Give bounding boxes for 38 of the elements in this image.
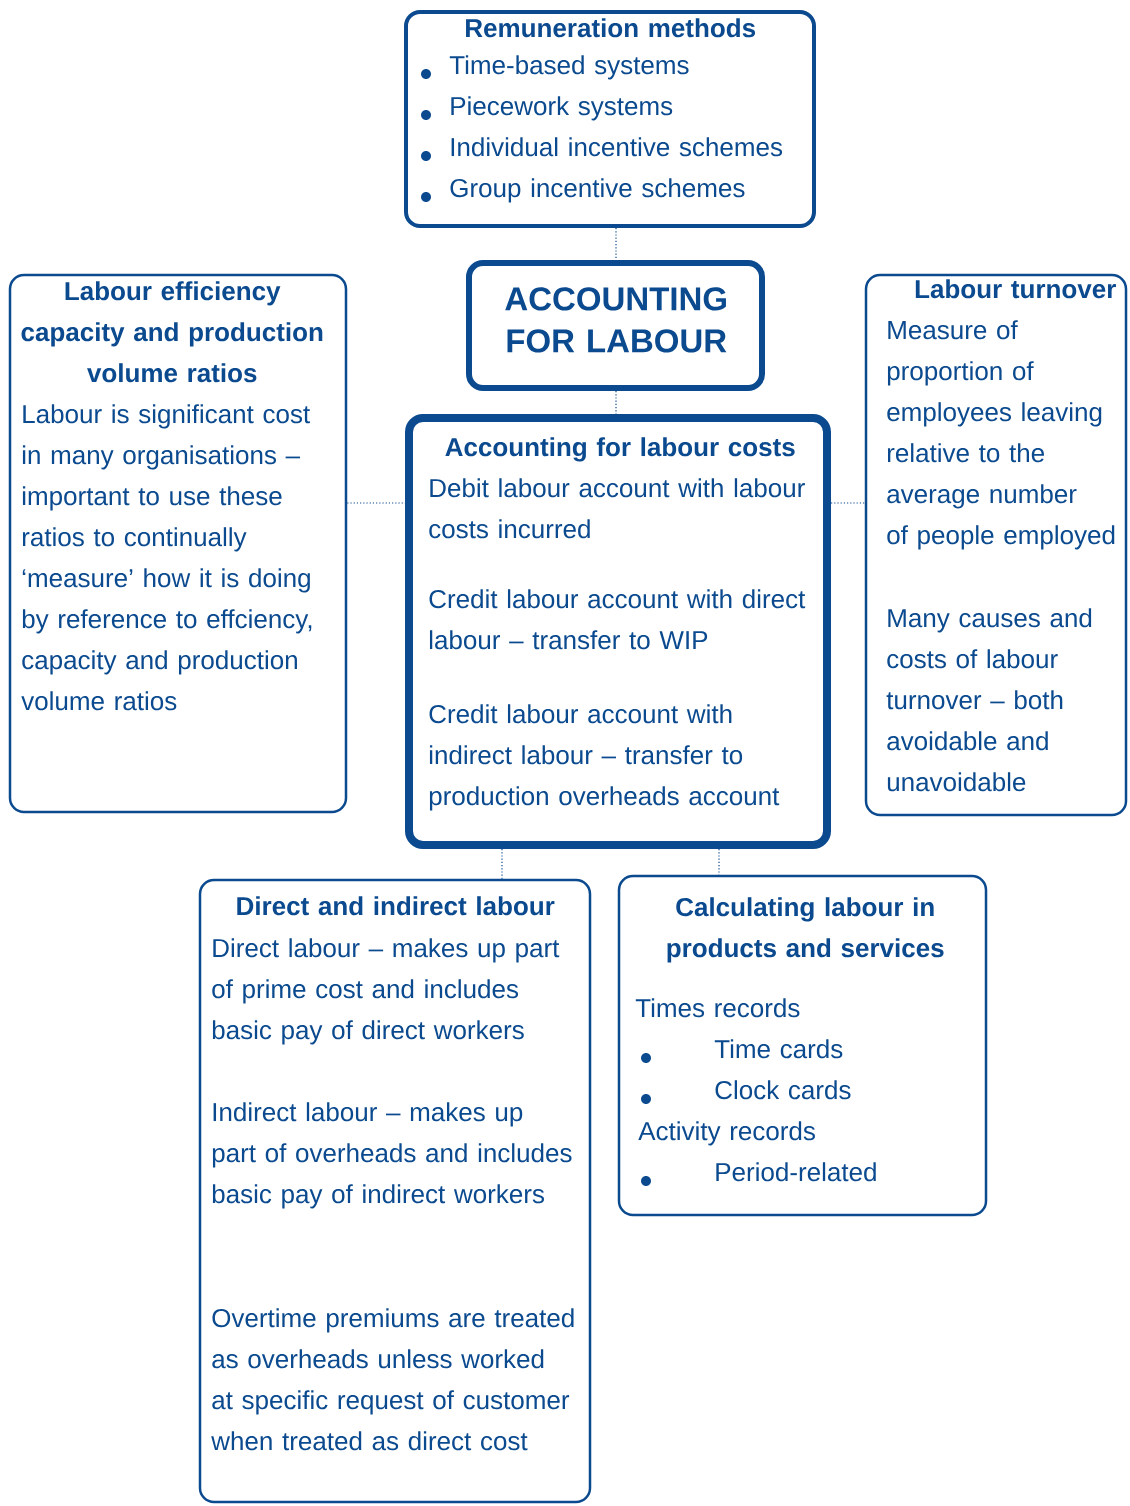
connector-line — [830, 502, 866, 504]
bullet-item: Group incentive schemes — [450, 178, 745, 203]
paragraph: Indirect labour – makes up part of overheads and includes basic pay of indirect workers — [212, 1102, 572, 1209]
bullet-item: Time cards — [714, 1039, 843, 1059]
paragraph: Labour is significant cost in many organisations – important to use these ratios to continually ‘measure’ how it is doing by reference to effciency, capacity and production volume ratios — [21, 404, 312, 711]
paragraph: Activity records — [638, 1121, 815, 1146]
topic-box — [198, 878, 592, 1504]
topic-box — [8, 273, 348, 814]
connector-line — [346, 502, 406, 504]
connector-line — [615, 390, 617, 415]
connector-line — [615, 227, 617, 261]
bullet-item: Piecework systems — [451, 96, 673, 121]
paragraph: Measure of proportion of employees leaving relative to the average number of people employed — [887, 320, 1115, 550]
paragraph: Direct labour – makes up part of prime cost and includes basic pay of direct workers — [212, 938, 560, 1045]
bullet-item: Clock cards — [715, 1080, 851, 1100]
paragraph: Credit labour account with indirect labour – transfer to production overheads account — [429, 704, 780, 811]
box-heading: Labour turnover — [915, 279, 1116, 299]
box-heading: Remuneration methods — [466, 18, 756, 38]
paragraph: Times records — [635, 998, 800, 1018]
box-heading: Direct and indirect labour — [237, 896, 555, 916]
paragraph: Credit labour account with direct labour – transfer to WIP — [429, 589, 806, 650]
box-heading: Accounting for labour costs — [445, 437, 795, 462]
topic-box — [864, 273, 1128, 817]
bullet-item: Individual incentive schemes — [451, 137, 783, 157]
connector-line — [718, 848, 720, 876]
topic-box — [466, 260, 765, 391]
connector-line — [501, 848, 503, 880]
topic-box — [617, 874, 988, 1217]
box-heading: Calculating labour in products and services — [667, 897, 944, 963]
topic-box — [404, 10, 816, 228]
bullet-item: Time-based systems — [449, 55, 689, 80]
paragraph: Many causes and costs of labour turnover – both avoidable and unavoidable — [886, 608, 1092, 792]
title-text: ACCOUNTING FOR LABOUR — [505, 287, 727, 353]
topic-box — [405, 414, 831, 849]
bullet-item: Period-related — [716, 1162, 876, 1182]
paragraph: Debit labour account with labour costs incurred — [429, 478, 805, 539]
paragraph: Overtime premiums are treated as overheads unless worked at specific request of customer when treated as direct cost — [211, 1308, 574, 1451]
box-heading: Labour efficiency capacity and production volume ratios — [21, 281, 323, 383]
